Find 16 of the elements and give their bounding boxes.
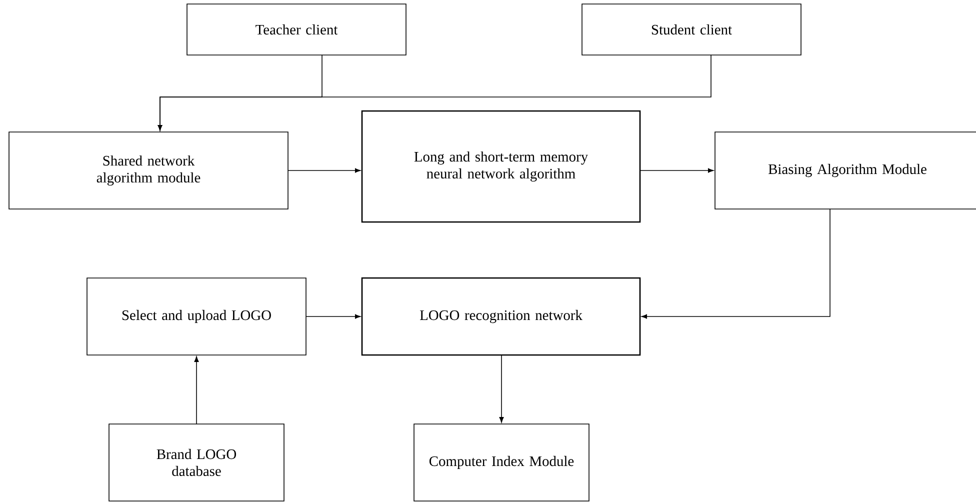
arrow — [640, 168, 714, 173]
process-box: Teacher client — [186, 4, 406, 56]
arrow — [306, 314, 361, 319]
process-box: LOGO recognition network — [361, 277, 641, 356]
process-box: Long and short-term memory neural network algorithm — [361, 110, 641, 223]
process-box: Brand LOGO database — [108, 424, 284, 502]
process-box: Computer Index Module — [414, 424, 590, 502]
arrow — [499, 354, 504, 423]
process-box: Shared network algorithm module — [8, 132, 288, 210]
arrow — [288, 168, 361, 173]
process-box: Student client — [582, 4, 802, 56]
process-box: Select and upload LOGO — [86, 278, 306, 356]
process-box: Biasing Algorithm Module — [714, 132, 976, 210]
arrow — [194, 356, 199, 424]
arrow — [641, 208, 830, 319]
arrow — [158, 54, 712, 131]
